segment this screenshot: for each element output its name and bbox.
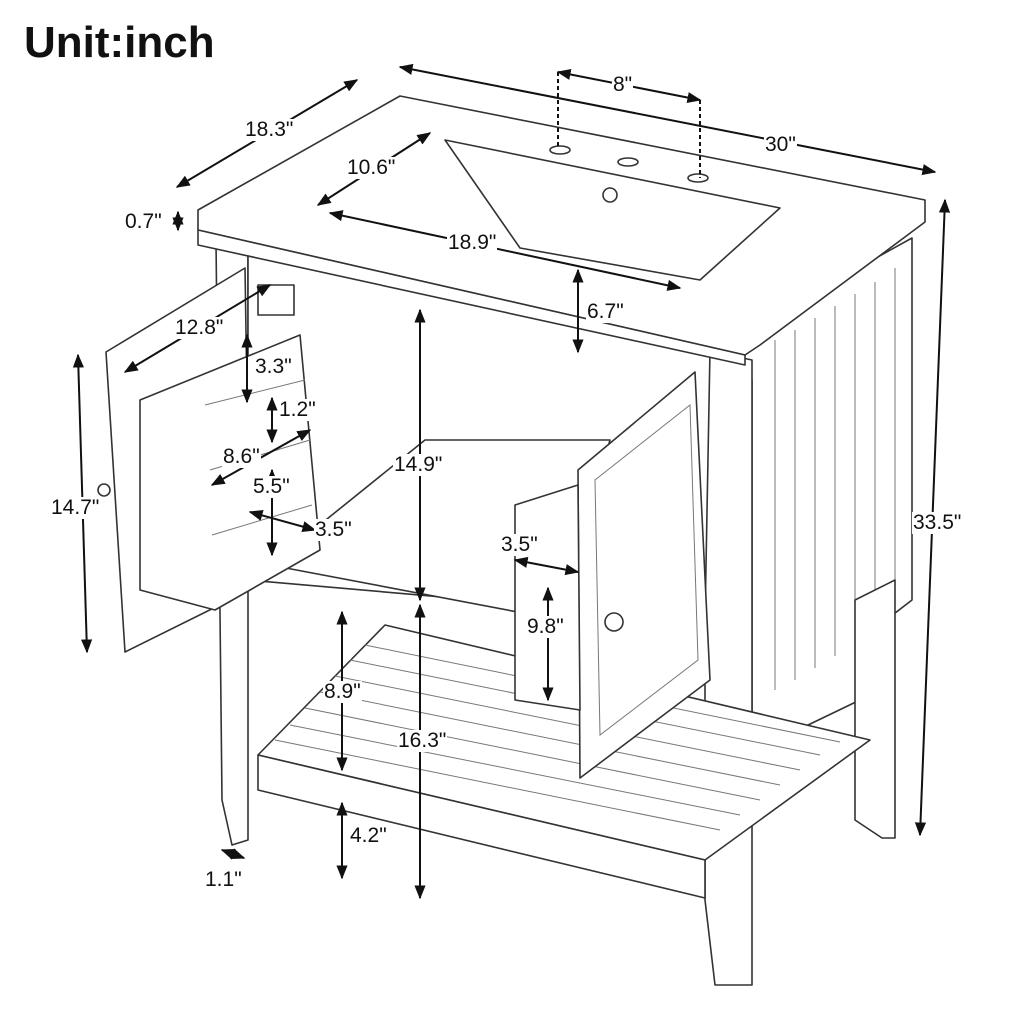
label-shelf-height: 1.2" [278,398,317,421]
label-shelf-depth-right: 3.5" [500,533,539,556]
label-top-thickness: 0.7" [124,210,163,233]
front-rail [257,754,706,899]
label-shelf-gap-top: 3.3" [254,355,293,378]
label-basin-width: 18.9" [447,231,498,254]
label-lower-height: 16.3" [397,729,448,752]
dim-line-basin-width [328,210,682,291]
dim-line-width [398,63,937,176]
right-door-panel [594,403,699,736]
label-width: 30" [764,133,797,156]
label-depth: 18.3" [244,118,295,141]
side-grooves [774,268,896,690]
label-shelf-gap: 5.5" [252,475,291,498]
label-faucet-spacing: 8" [612,73,634,96]
label-interior-height: 14.9" [393,453,444,476]
vanity-illustration [97,95,926,986]
label-shelf-depth-left: 3.5" [314,518,353,541]
label-open-shelf-gap: 8.9" [323,680,362,703]
label-basin-depth: 10.6" [346,156,397,179]
dim-line-shelf-width [210,429,312,486]
label-floor-clearance: 4.2" [349,824,388,847]
label-total-height: 33.5" [912,511,963,534]
label-basin-height: 6.7" [586,300,625,323]
front-right-leg [704,349,753,986]
left-door-knob [97,483,111,497]
label-door-height: 14.7" [50,496,101,519]
label-leg-width: 1.1" [204,868,243,891]
label-door-width: 12.8" [174,316,225,339]
dim-line-leg-width [220,848,246,860]
dim-line-shelf-depth-left [248,509,317,533]
label-right-shelf-height: 9.8" [526,615,565,638]
label-shelf-width: 8.6" [222,445,261,468]
right-door-knob [604,612,624,632]
rear-right-leg [854,579,896,839]
unit-title: Unit:inch [24,18,215,67]
dim-line-shelf-depth-right [513,556,580,576]
